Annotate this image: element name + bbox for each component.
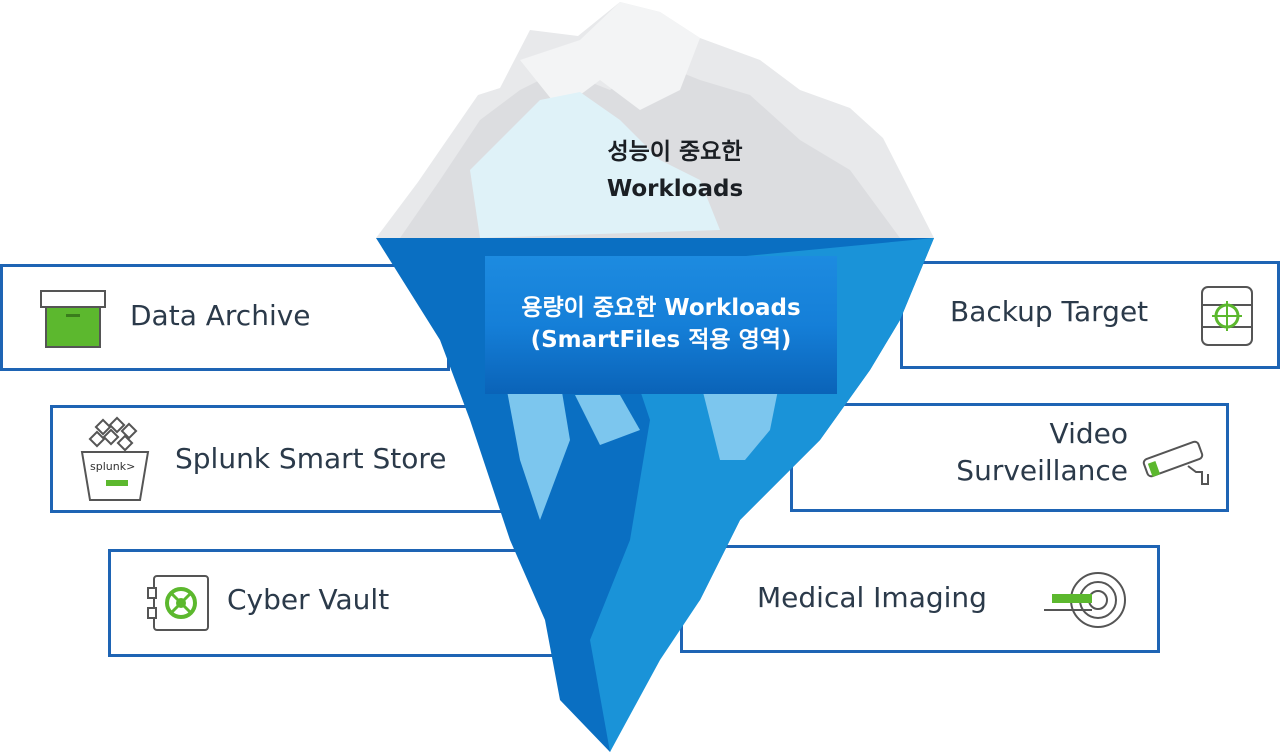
- iceberg-tip-light: [520, 2, 700, 110]
- splunk-bucket-icon: splunk>: [80, 416, 150, 501]
- vault-icon: [147, 575, 209, 631]
- splunk-smart-store-label: Splunk Smart Store: [175, 442, 447, 475]
- iceberg-tip-highlight: [470, 92, 720, 238]
- smartfiles-area-box: [485, 256, 837, 394]
- security-camera-icon: [1142, 440, 1209, 485]
- smartfiles-label-line2: (SmartFiles 적용 영역): [530, 327, 792, 353]
- backup-target-label: Backup Target: [950, 295, 1149, 328]
- video-label-line1: Video: [1049, 417, 1128, 450]
- top-label-line1: 성능이 중요한: [607, 139, 743, 165]
- iceberg-crevice-2: [575, 395, 640, 445]
- backup-database-icon: [1201, 286, 1253, 346]
- iceberg-crevice-1: [505, 380, 570, 520]
- archive-box-icon: [40, 290, 106, 348]
- smartfiles-label-line1: 용량이 중요한 Workloads: [521, 295, 801, 321]
- data-archive-label: Data Archive: [130, 299, 311, 332]
- medical-imaging-label: Medical Imaging: [757, 581, 987, 614]
- cyber-vault-label: Cyber Vault: [227, 583, 390, 616]
- iceberg-crevice-3: [700, 380, 780, 460]
- smartfiles-area-label: 용량이 중요한 Workloads (SmartFiles 적용 영역): [485, 292, 837, 356]
- splunk-logo-text: splunk>: [90, 460, 135, 473]
- top-label: 성능이 중요한 Workloads: [560, 134, 790, 208]
- top-label-line2: Workloads: [606, 176, 744, 202]
- video-label-line2: Surveillance: [956, 454, 1128, 487]
- mri-scanner-icon: [1044, 572, 1126, 628]
